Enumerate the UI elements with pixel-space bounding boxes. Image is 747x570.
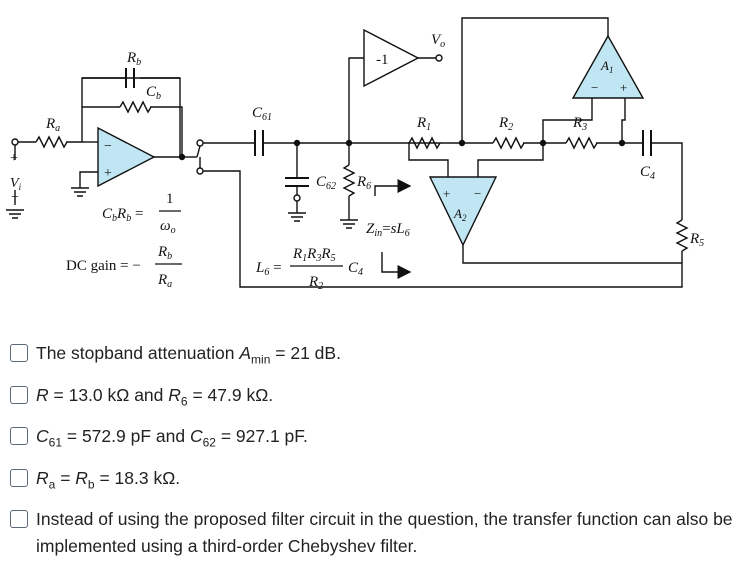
opamp-a1	[571, 34, 645, 99]
opamp-input-stage	[97, 126, 156, 188]
option-r-r6-values[interactable]: R = 13.0 kΩ and R6 = 47.9 kΩ.	[10, 382, 737, 416]
circuit-diagram: Rb Cb Ra − + + Vi − CbRb = 1 ωo DC gain …	[6, 17, 704, 292]
option-label: Ra = Rb = 18.3 kΩ.	[36, 467, 181, 492]
resistor-r2	[492, 136, 525, 150]
resistor-ra	[35, 135, 68, 149]
label-r2: R2	[498, 115, 513, 133]
option-label: R = 13.0 kΩ and R6 = 47.9 kΩ.	[36, 384, 274, 409]
capacitor-c62-plates	[285, 177, 309, 187]
option-ra-rb-values[interactable]: Ra = Rb = 18.3 kΩ.	[10, 465, 737, 499]
checkbox[interactable]	[10, 344, 28, 362]
svg-text:1: 1	[166, 191, 174, 207]
label-zin: Zin=sL6	[366, 221, 410, 239]
svg-text:+: +	[620, 80, 627, 95]
label-rb: Rb	[126, 50, 141, 68]
option-c61-c62-values[interactable]: C61 = 572.9 pF and C62 = 927.1 pF.	[10, 423, 737, 457]
svg-text:+: +	[10, 151, 18, 166]
svg-text:ωo: ωo	[160, 218, 176, 236]
label-c4: C4	[640, 164, 655, 182]
capacitor-cb-plates	[125, 68, 135, 88]
svg-text:−: −	[591, 80, 598, 95]
inverter-block	[363, 28, 420, 88]
option-label: The stopband attenuation Amin = 21 dB.	[36, 343, 341, 367]
resistor-r1	[408, 136, 441, 150]
svg-text:+: +	[443, 186, 450, 201]
label-vi: Vi	[10, 176, 22, 192]
checkbox[interactable]	[10, 427, 28, 445]
svg-text:−: −	[104, 139, 112, 154]
label-c61: C61	[252, 105, 272, 123]
svg-text:R2: R2	[308, 274, 323, 292]
checkbox[interactable]	[10, 468, 28, 487]
option-label: Instead of using the proposed filter cir…	[36, 509, 733, 556]
svg-text:+: +	[104, 166, 112, 181]
label-neg1: -1	[376, 52, 389, 68]
answer-options: The stopband attenuation Amin = 21 dB. R…	[10, 340, 737, 568]
option-chebyshev-alternative[interactable]: Instead of using the proposed filter cir…	[10, 506, 737, 560]
svg-text:−: −	[11, 190, 19, 205]
capacitor-c4-plates	[642, 130, 652, 156]
checkbox[interactable]	[10, 510, 28, 528]
resistor-r5	[675, 219, 689, 252]
label-cbrb: CbRb =	[102, 206, 143, 224]
svg-text:C4: C4	[348, 260, 363, 278]
label-ra: Ra	[45, 116, 60, 134]
svg-text:Rb: Rb	[157, 244, 172, 262]
label-c62: C62	[316, 174, 336, 192]
opamp-a2	[428, 176, 498, 247]
svg-text:R1R3R5: R1R3R5	[292, 246, 336, 264]
option-stopband-attenuation[interactable]: The stopband attenuation Amin = 21 dB.	[10, 340, 737, 374]
option-label: C61 = 572.9 pF and C62 = 927.1 pF.	[36, 426, 308, 450]
resistor-rb	[119, 100, 152, 114]
label-cb: Cb	[146, 84, 161, 102]
label-r5: R5	[689, 231, 704, 249]
resistor-r6	[342, 164, 356, 197]
svg-text:Ra: Ra	[157, 272, 172, 290]
label-r3: R3	[572, 115, 587, 133]
capacitor-c61-plates	[254, 130, 264, 156]
label-l6: L6 =	[255, 260, 282, 278]
svg-text:−: −	[474, 186, 481, 201]
resistor-r3	[565, 136, 598, 150]
label-dc-gain: DC gain = −	[66, 258, 141, 274]
label-r1: R1	[416, 115, 431, 133]
label-r6: R6	[356, 174, 371, 192]
label-vo: Vo	[431, 32, 445, 50]
checkbox[interactable]	[10, 385, 28, 404]
